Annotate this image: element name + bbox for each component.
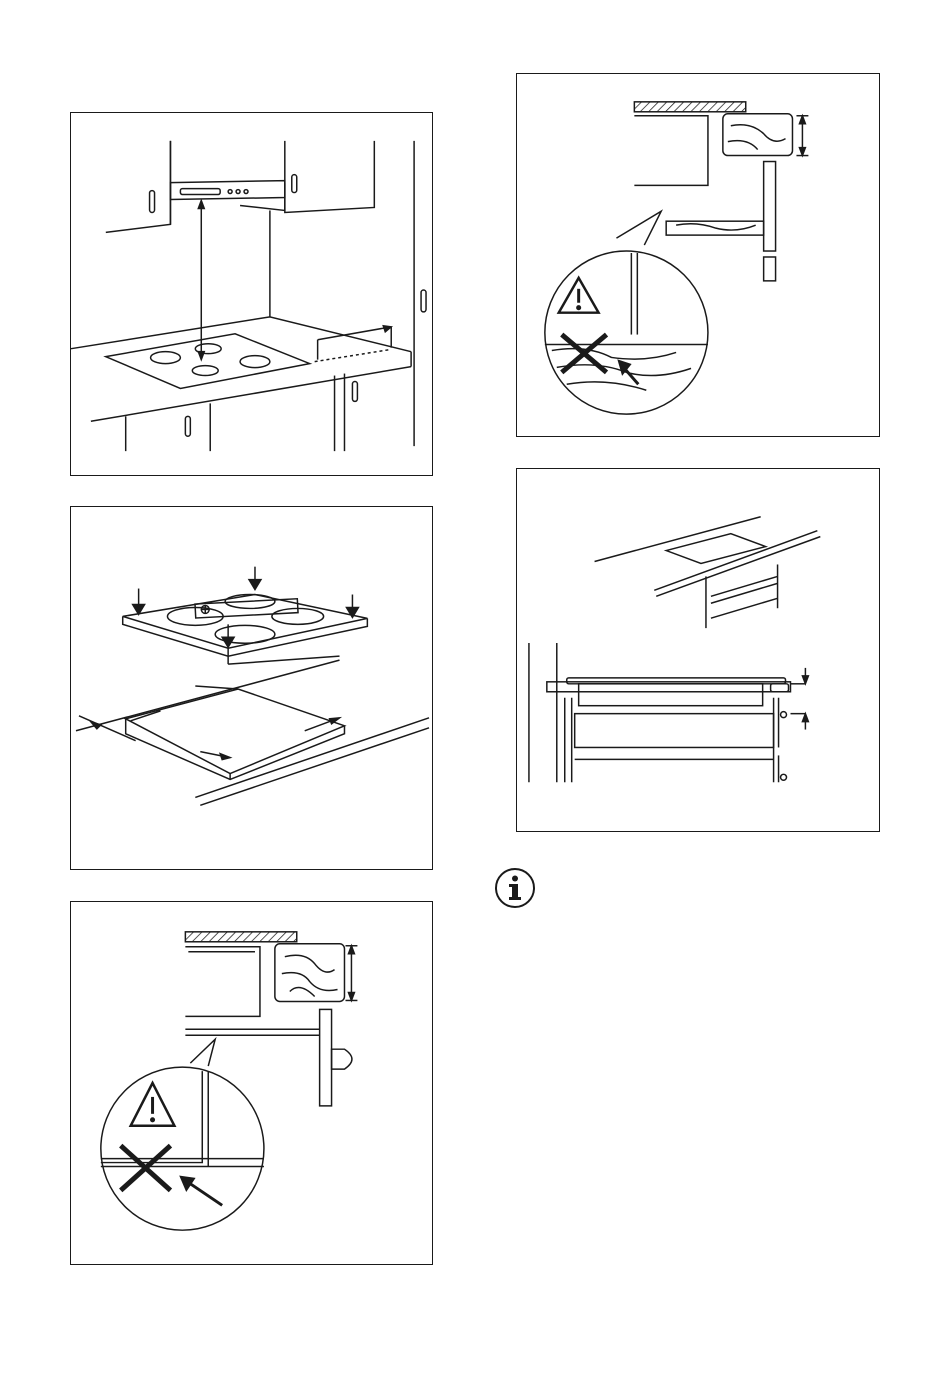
figure-cabinet-clearance-warning xyxy=(516,73,880,437)
hob-drop-in-illustration xyxy=(71,507,432,869)
info-note xyxy=(494,867,536,909)
figure-drawer-clearance-warning xyxy=(70,901,433,1265)
hob-under-hood-illustration xyxy=(71,113,432,475)
info-icon xyxy=(494,867,536,909)
figure-oven-below-hob xyxy=(516,468,880,832)
figure-hob-hood-clearance xyxy=(70,112,433,476)
hob-over-oven-illustration xyxy=(517,469,879,831)
figure-hob-installation xyxy=(70,506,433,870)
